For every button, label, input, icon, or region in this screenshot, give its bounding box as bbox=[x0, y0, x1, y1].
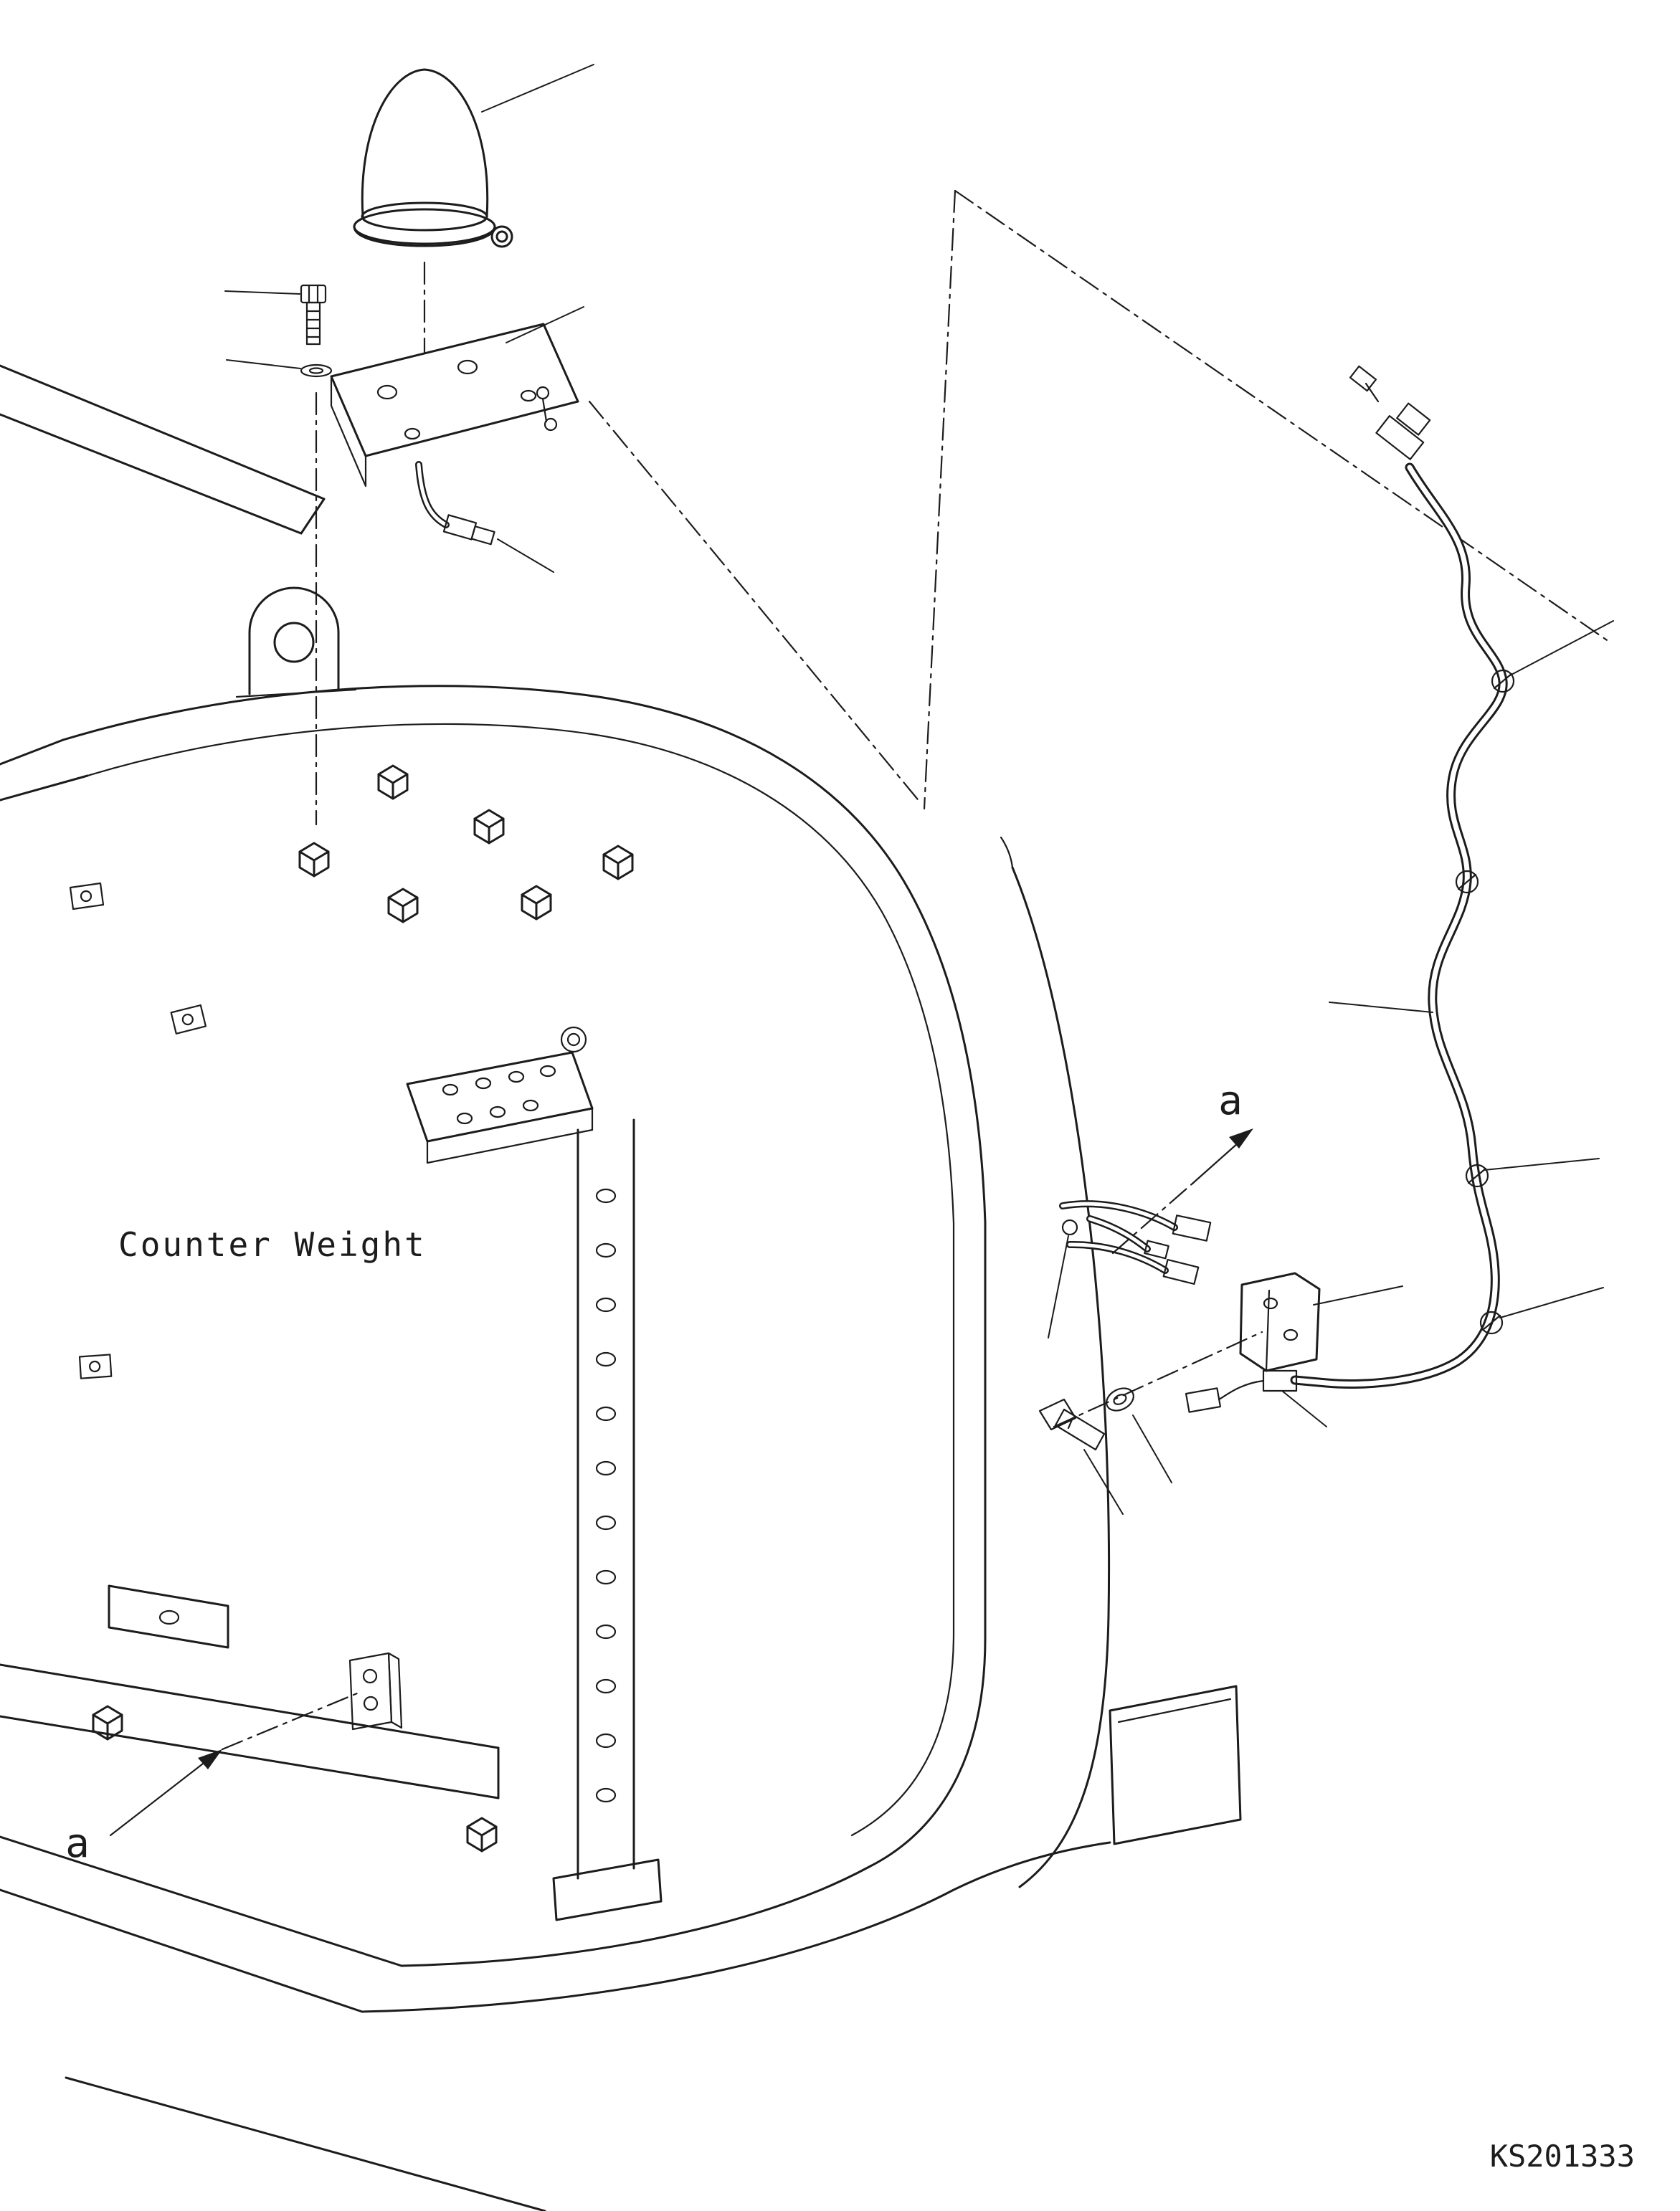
sub-connector bbox=[1172, 1214, 1212, 1242]
view-label-upper: a bbox=[1218, 1078, 1243, 1124]
rail-holes bbox=[595, 1188, 617, 1803]
mounting-bolt bbox=[300, 284, 327, 346]
bolt-leader-line bbox=[224, 290, 300, 295]
sub-washer bbox=[1106, 1387, 1134, 1412]
view-arrow-a-upper: a bbox=[1111, 1078, 1253, 1255]
harness-tie bbox=[1061, 1219, 1078, 1236]
harness-tip-connector bbox=[1349, 365, 1377, 392]
wiring-harness bbox=[1185, 365, 1614, 1427]
harness-end-connector bbox=[1185, 1387, 1222, 1413]
sub-bolt bbox=[1038, 1398, 1106, 1451]
sub-harness-assembly bbox=[1038, 1200, 1403, 1515]
mounting-rail bbox=[406, 1026, 663, 1921]
base-frame bbox=[0, 1584, 1111, 2211]
view-arrow-a-lower: a bbox=[65, 1692, 359, 1867]
clamp-block bbox=[348, 1652, 403, 1731]
beacon-lamp-leader-line bbox=[481, 64, 594, 113]
bracket-leader-line bbox=[506, 306, 584, 343]
washer-leader-line bbox=[226, 359, 301, 369]
rail-plate-holes bbox=[442, 1065, 556, 1125]
arrowhead bbox=[198, 1749, 222, 1769]
lifting-boss bbox=[235, 586, 357, 698]
washer bbox=[300, 363, 333, 378]
center-lines bbox=[315, 261, 426, 826]
phantom-panel-lines bbox=[588, 189, 1613, 810]
harness-top-connector bbox=[1375, 402, 1431, 460]
harness-leader-lines bbox=[1281, 620, 1614, 1427]
sub-connector bbox=[1144, 1240, 1169, 1260]
arrowhead bbox=[1229, 1128, 1253, 1149]
sub-connector bbox=[1162, 1258, 1200, 1285]
beacon-lamp bbox=[353, 68, 513, 248]
harness-bracket bbox=[1239, 1272, 1321, 1372]
square-nuts bbox=[298, 764, 634, 923]
counter-weight-label: Counter Weight bbox=[118, 1225, 427, 1264]
view-label-lower: a bbox=[65, 1820, 90, 1867]
pigtail-connector bbox=[442, 514, 495, 546]
lamp-bracket bbox=[330, 323, 579, 488]
bracket-pigtail bbox=[415, 461, 554, 573]
side-clips bbox=[69, 882, 207, 1382]
counterweight-body bbox=[0, 364, 987, 1868]
drawing-number: KS201333 bbox=[1490, 2139, 1635, 2174]
side-panel bbox=[1000, 836, 1242, 1888]
